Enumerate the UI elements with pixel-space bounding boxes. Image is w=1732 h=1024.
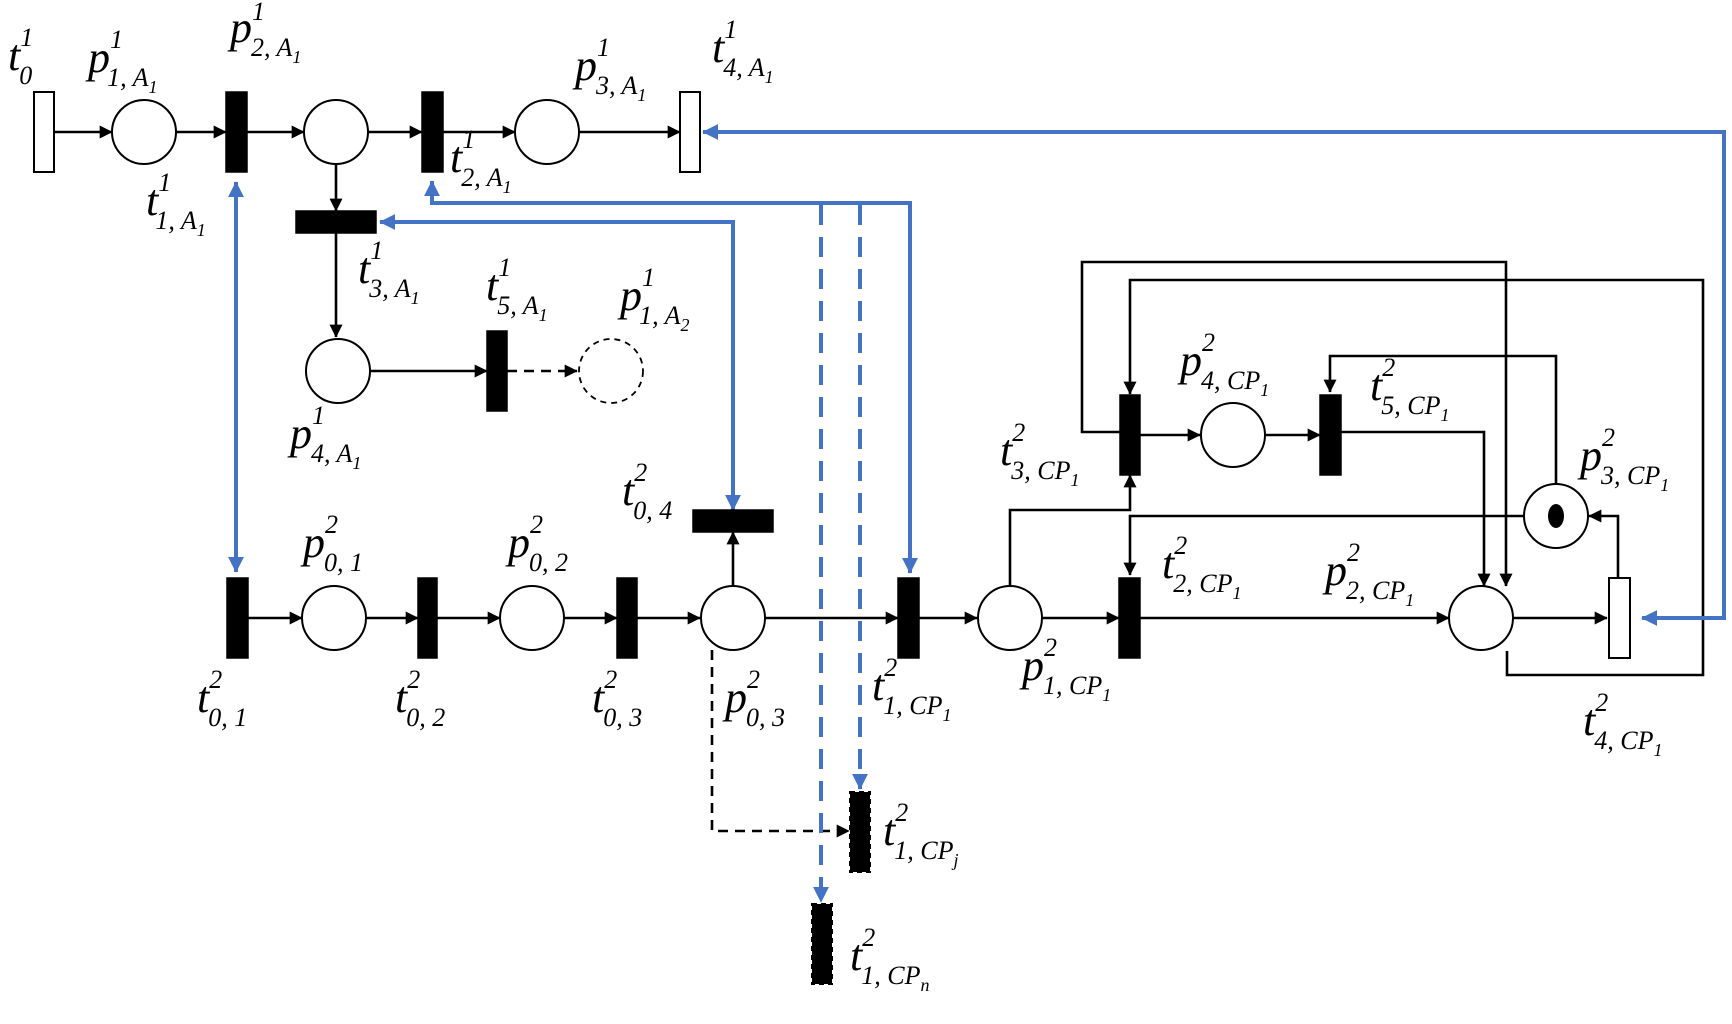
transition-t4A1[interactable] — [679, 91, 701, 173]
places — [111, 99, 1589, 651]
transition-t02[interactable] — [417, 577, 438, 659]
place-p1A1[interactable] — [111, 99, 177, 165]
arc — [1341, 430, 1491, 587]
transitions — [33, 91, 1631, 985]
transition-t1A1[interactable] — [225, 91, 248, 173]
transition-t1CPn[interactable] — [811, 903, 833, 985]
transition-t01[interactable] — [226, 577, 249, 659]
place-p4A1[interactable] — [305, 338, 371, 404]
transition-t3A1[interactable] — [295, 210, 377, 234]
token — [1548, 504, 1564, 528]
transition-t2CP1[interactable] — [1118, 577, 1141, 659]
place-p2A1[interactable] — [303, 99, 369, 165]
blue-arcs — [228, 124, 1726, 903]
transition-t4CP1[interactable] — [1608, 577, 1631, 659]
place-p1CP1[interactable] — [977, 585, 1043, 651]
transition-t04[interactable] — [692, 509, 774, 533]
place-p3A1[interactable] — [514, 99, 580, 165]
transition-t1CP1[interactable] — [897, 577, 920, 659]
black-arcs — [54, 125, 1705, 838]
transition-t1CPj[interactable] — [849, 791, 871, 873]
arc — [1588, 509, 1620, 577]
place-p4CP1[interactable] — [1200, 402, 1266, 468]
transition-t3CP1[interactable] — [1119, 394, 1141, 476]
place-p03[interactable] — [700, 585, 766, 651]
transition-t5CP1[interactable] — [1319, 394, 1342, 476]
arc — [1008, 474, 1137, 585]
arc — [710, 650, 850, 838]
place-p01[interactable] — [301, 585, 367, 651]
place-p2CP1[interactable] — [1448, 585, 1514, 651]
place-p02[interactable] — [499, 585, 565, 651]
blue-arc — [702, 124, 1726, 626]
transition-t5A1[interactable] — [486, 330, 508, 412]
transition-t2A1[interactable] — [421, 91, 444, 173]
transition-t0[interactable] — [33, 91, 55, 173]
blue-arc — [379, 214, 741, 511]
transition-t03[interactable] — [616, 577, 638, 659]
place-p1A2[interactable] — [578, 338, 644, 404]
